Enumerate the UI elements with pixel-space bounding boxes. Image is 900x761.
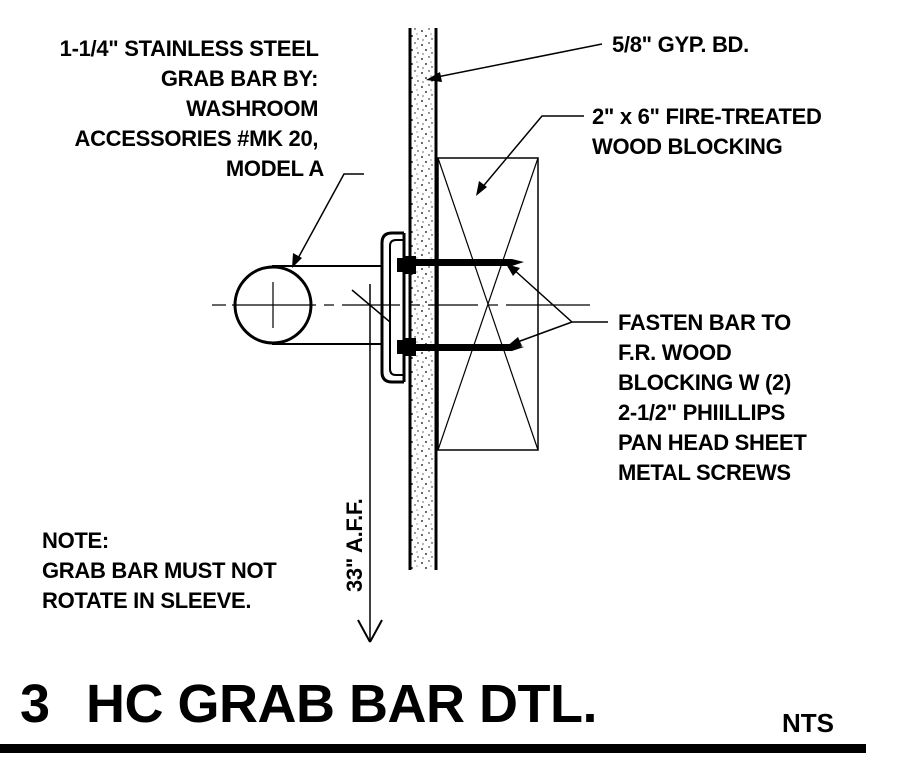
title-underline bbox=[0, 744, 866, 753]
centerline bbox=[212, 282, 590, 328]
grab-bar-flange bbox=[380, 231, 406, 384]
blocking-label: 2" x 6" FIRE-TREATED WOOD BLOCKING bbox=[592, 104, 827, 159]
leader-blocking bbox=[476, 115, 584, 196]
detail-number: 3 bbox=[20, 674, 50, 734]
grab-bar-label: 1-1/4" STAINLESS STEEL GRAB BAR BY: WASH… bbox=[60, 36, 325, 181]
leader-gyp-bd bbox=[426, 43, 603, 82]
note-label: NOTE: GRAB BAR MUST NOT ROTATE IN SLEEVE… bbox=[42, 528, 282, 613]
height-label: 33" A.F.F. bbox=[342, 499, 367, 592]
wood-blocking bbox=[437, 157, 539, 451]
height-dimension bbox=[357, 284, 383, 643]
screw-top bbox=[404, 256, 524, 274]
detail-title: HC GRAB BAR DTL. bbox=[86, 674, 597, 734]
leader-bar-center bbox=[351, 289, 391, 323]
leader-fasten bbox=[506, 264, 608, 347]
gypsum-board bbox=[408, 28, 438, 570]
leader-grab-bar bbox=[292, 173, 364, 268]
screw-bottom bbox=[404, 338, 524, 356]
gyp-bd-label: 5/8" GYP. BD. bbox=[612, 32, 749, 57]
scale-label: NTS bbox=[782, 708, 834, 738]
fasten-label: FASTEN BAR TO F.R. WOOD BLOCKING W (2) 2… bbox=[618, 310, 812, 485]
